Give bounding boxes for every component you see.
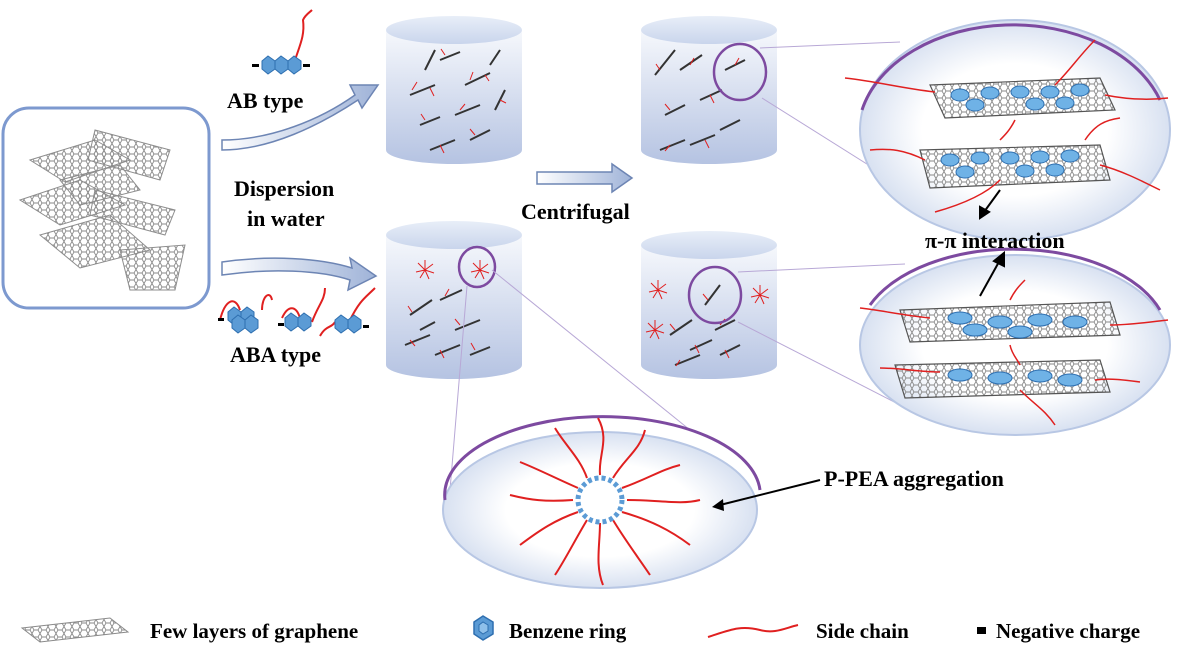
- legend-side-chain-icon: [707, 624, 799, 638]
- vial-aba-centrifuged: [641, 231, 777, 379]
- zoom-ab-stacking: [844, 19, 1171, 241]
- vial-aba-dispersed: [386, 221, 522, 379]
- graphene-stack-icon: [18, 129, 186, 291]
- ab-type-label: AB type: [227, 88, 304, 113]
- legend-side-chain-label: Side chain: [816, 619, 909, 643]
- legend-negative-charge-label: Negative charge: [996, 619, 1141, 643]
- aba-dispersion-arrow: [221, 256, 378, 292]
- zoom-aba-stacking: [859, 247, 1171, 436]
- legend-graphene-label: Few layers of graphene: [150, 619, 359, 643]
- dispersion-label-line2: in water: [247, 206, 325, 231]
- centrifugal-arrow: [536, 162, 634, 194]
- pi-pi-pointer-arrows: [979, 189, 1005, 297]
- centrifugal-label: Centrifugal: [521, 199, 630, 224]
- p-pea-aggregation-label: P-PEA aggregation: [824, 466, 1004, 491]
- vial-ab-centrifuged: [641, 16, 777, 164]
- aggregation-pointer: [719, 479, 821, 506]
- legend-benzene-label: Benzene ring: [509, 619, 627, 643]
- legend-graphene-icon: [20, 617, 130, 643]
- vial-ab-dispersed: [386, 16, 522, 164]
- graphene-source-box: [1, 106, 211, 310]
- aba-type-label: ABA type: [230, 342, 322, 367]
- pi-pi-interaction-label: π-π interaction: [925, 228, 1065, 253]
- aggregation-pointer-head: [712, 499, 724, 511]
- legend-negative-charge-icon: [977, 627, 986, 634]
- zoom-micelle-aggregation: [442, 415, 762, 589]
- dispersion-label-line1: Dispersion: [234, 176, 335, 201]
- legend-benzene-icon: [473, 615, 494, 641]
- micelle-small-icon: [415, 260, 490, 280]
- aba-molecule-icon: [218, 287, 376, 337]
- ab-molecule-icon: [252, 9, 313, 75]
- ab-dispersion-arrow: [221, 84, 380, 151]
